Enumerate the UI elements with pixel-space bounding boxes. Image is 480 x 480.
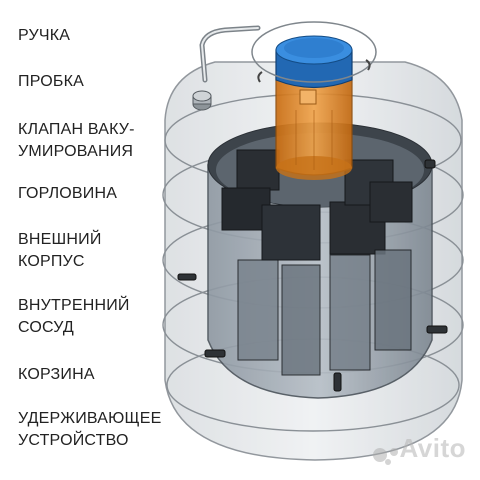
label-outer-body: ВНЕШНИЙ КОРПУС xyxy=(18,231,102,270)
vacuum-valve xyxy=(192,90,212,111)
label-list: РУЧКА ПРОБКА КЛАПАН ВАКУ- УМИРОВАНИЯ ГОР… xyxy=(18,0,178,480)
neck xyxy=(275,74,353,180)
watermark-logo-icon xyxy=(373,448,398,465)
label-handle: РУЧКА xyxy=(18,27,71,44)
label-basket: КОРЗИНА xyxy=(18,366,95,383)
basket xyxy=(221,149,413,376)
label-inner-vessel: ВНУТРЕННИЙ СОСУД xyxy=(18,297,130,336)
watermark: Avito xyxy=(399,433,466,463)
label-retaining-device: УДЕРЖИВАЮЩЕЕ УСТРОЙСТВО xyxy=(18,410,162,449)
label-plug: ПРОБКА xyxy=(18,73,84,90)
label-vacuum-valve: КЛАПАН ВАКУ- УМИРОВАНИЯ xyxy=(18,121,135,160)
retaining-device xyxy=(177,159,448,392)
label-neck: ГОРЛОВИНА xyxy=(18,185,118,202)
plug xyxy=(251,21,377,89)
